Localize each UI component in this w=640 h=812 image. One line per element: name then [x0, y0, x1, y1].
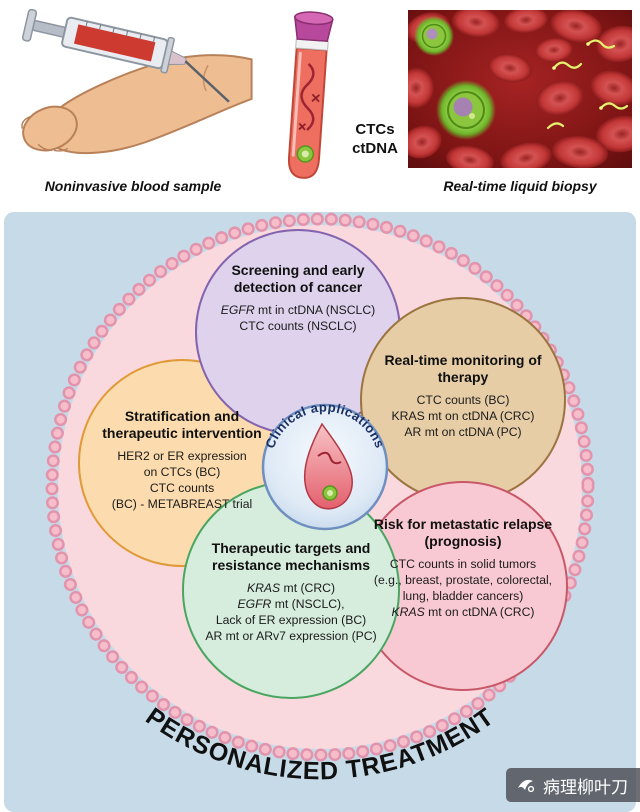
- watermark: 病理柳叶刀: [506, 768, 640, 802]
- header-panel: CTCs ctDNA: [0, 0, 640, 210]
- stratification-title: Stratification and therapeutic intervent…: [102, 408, 262, 442]
- targets-item: EGFR mt (NSCLC),: [237, 597, 345, 612]
- ctcs-label: CTCs: [355, 121, 395, 138]
- stratification-item: HER2 or ER expression: [117, 449, 247, 464]
- stratification-item: CTC counts: [149, 481, 215, 496]
- stratification-item: on CTCs (BC): [143, 465, 221, 480]
- monitoring-circle: Real-time monitoring of therapy CTC coun…: [358, 352, 568, 440]
- targets-item: KRAS mt (CRC): [246, 581, 336, 596]
- monitoring-item: AR mt on ctDNA (PC): [404, 425, 522, 440]
- gene-symbol: EGFR: [220, 303, 255, 318]
- watermark-logo-icon: [518, 779, 535, 793]
- targets-item: Lack of ER expression (BC): [215, 613, 367, 628]
- stratification-item: (BC) - METABREAST trial: [111, 497, 253, 512]
- targets-item: AR mt or ARv7 expression (PC): [205, 629, 377, 644]
- monitoring-title: Real-time monitoring of therapy: [384, 352, 542, 386]
- blood-draw-illustration: [21, 8, 253, 155]
- gene-symbol: KRAS: [246, 581, 281, 596]
- risk-circle: Risk for metastatic relapse (prognosis) …: [350, 516, 576, 621]
- left-caption: Noninvasive blood sample: [44, 178, 222, 194]
- watermark-text: 病理柳叶刀: [543, 777, 628, 797]
- screening-item: CTC counts (NSCLC): [239, 319, 357, 334]
- right-caption: Real-time liquid biopsy: [443, 178, 597, 194]
- diagram-panel: Clinical applications PERSONALIZED TREAT…: [0, 210, 640, 812]
- ctdna-label: ctDNA: [352, 140, 398, 157]
- risk-item: CTC counts in solid tumors: [389, 557, 537, 572]
- blood-tube-icon: [287, 11, 334, 179]
- risk-title: Risk for metastatic relapse (prognosis): [373, 516, 553, 550]
- risk-item: lung, bladder cancers): [402, 589, 524, 604]
- monitoring-item: KRAS mt on ctDNA (CRC): [391, 409, 535, 424]
- risk-item: KRAS mt on ctDNA (CRC): [391, 605, 535, 620]
- arm: [21, 54, 253, 155]
- risk-item: (e.g., breast, prostate, colorectal,: [373, 573, 553, 588]
- targets-circle: Therapeutic targets and resistance mecha…: [186, 540, 396, 645]
- screening-circle: Screening and early detection of cancer …: [193, 262, 403, 334]
- liquid-biopsy-image: [408, 10, 632, 168]
- syringe-icon: [21, 8, 230, 103]
- stratification-circle: Stratification and therapeutic intervent…: [77, 408, 287, 513]
- ctdna-fragments: [546, 39, 629, 130]
- screening-title: Screening and early detection of cancer: [231, 262, 365, 296]
- screening-item: EGFR mt in ctDNA (NSCLC): [220, 303, 376, 318]
- monitoring-item: CTC counts (BC): [416, 393, 510, 408]
- gene-symbol: EGFR: [237, 597, 272, 612]
- tumor-cells: [414, 16, 496, 140]
- center-badge: Clinical applications: [261, 399, 389, 531]
- ctc-ctdna-label: CTCs ctDNA: [342, 120, 408, 158]
- gene-symbol: KRAS: [391, 605, 425, 620]
- blood-drop-icon: [303, 422, 353, 510]
- venn-diagram: Clinical applications PERSONALIZED TREAT…: [4, 212, 636, 812]
- targets-title: Therapeutic targets and resistance mecha…: [211, 540, 371, 574]
- dna-strand-icon: [300, 63, 315, 131]
